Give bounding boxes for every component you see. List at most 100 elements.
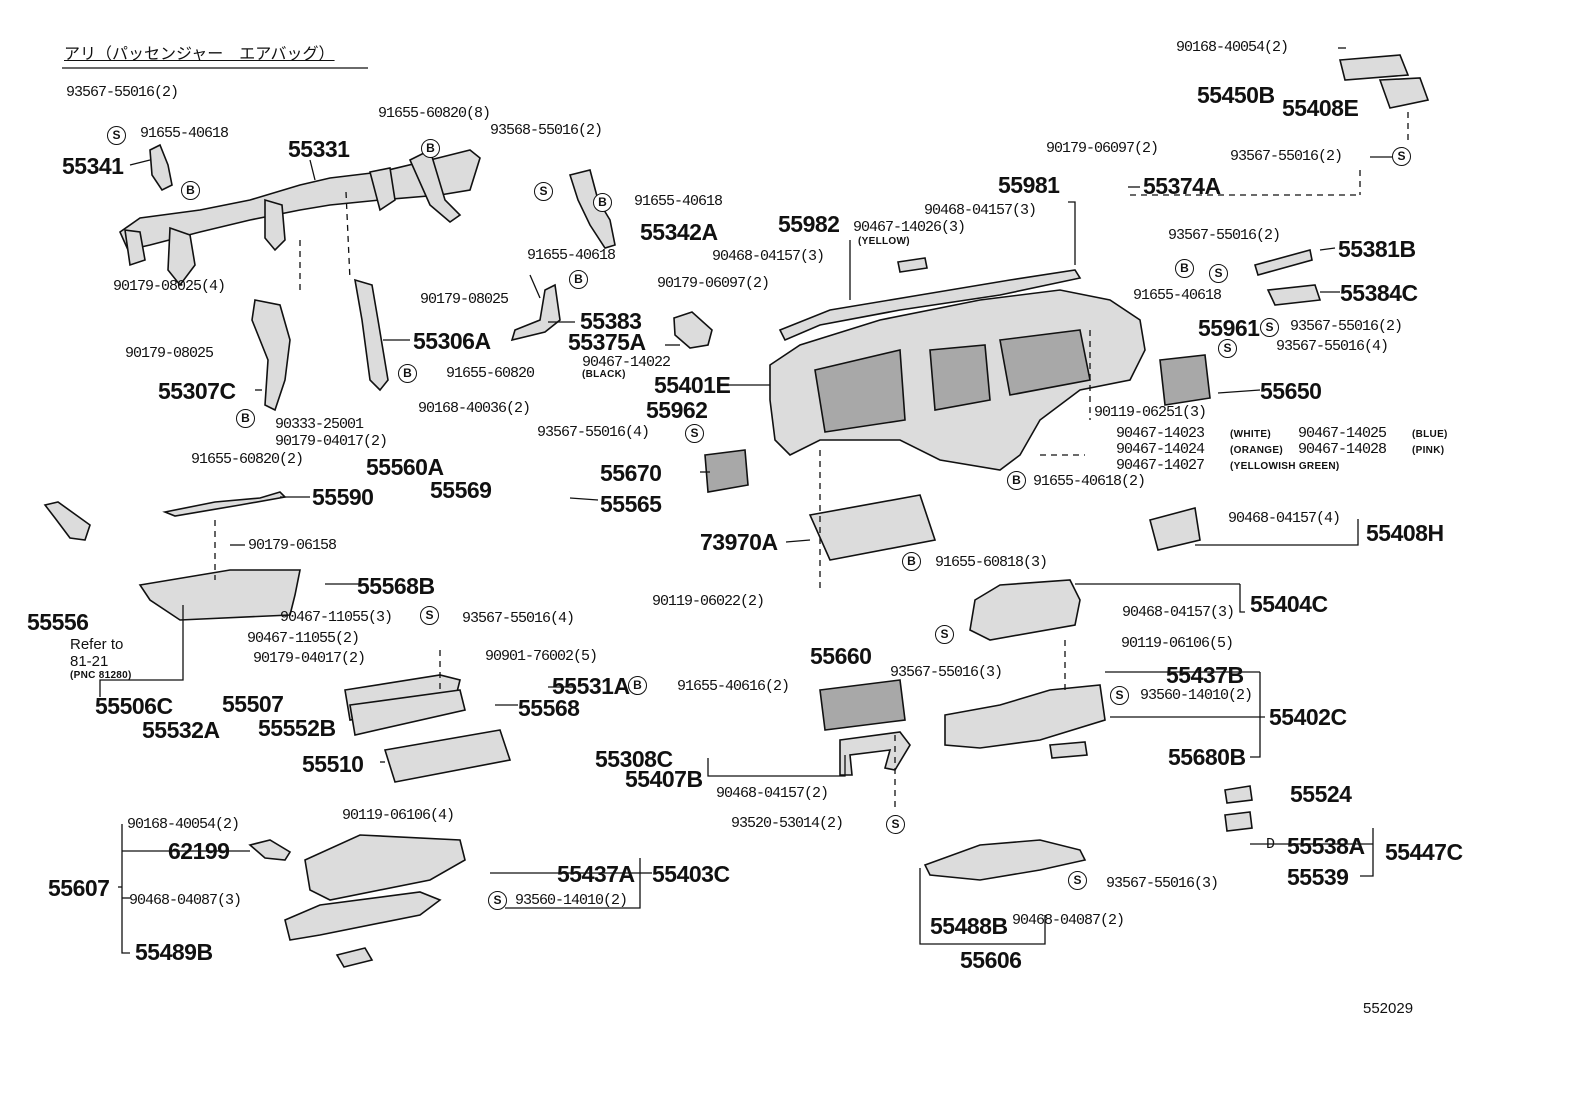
part-label: 90179-06097(2) <box>1046 140 1159 157</box>
part-label: 55532A <box>142 717 220 743</box>
vent-55670-drawing <box>704 449 749 493</box>
part-label: 90467-11055(2) <box>247 630 360 647</box>
part-label: 93567-55016(2) <box>66 84 179 101</box>
part-label: 93568-55016(2) <box>490 122 603 139</box>
part-label: 93520-53014(2) <box>731 815 844 832</box>
part-label: 55507 <box>222 691 284 717</box>
bracket-62199-drawing <box>248 839 292 861</box>
part-label: 90468-04157(2) <box>716 785 829 802</box>
part-label: 91655-60820(2) <box>191 451 304 468</box>
part-label: 73970A <box>700 529 778 555</box>
diagram-title: アリ（パッセンジャー エアバッグ） <box>64 44 335 63</box>
bolt-symbol-icon: B <box>902 552 921 571</box>
part-label: 91655-40618 <box>527 247 616 264</box>
bolt-symbol-icon: B <box>628 676 647 695</box>
part-label: 93567-55016(3) <box>890 664 1003 681</box>
part-label: 93567-55016(2) <box>1290 318 1403 335</box>
part-label: 55607 <box>48 875 110 901</box>
hinge-55590-drawing <box>162 491 287 517</box>
part-label: 55650 <box>1260 378 1322 404</box>
tray-55606-drawing <box>923 839 1087 881</box>
part-label: 55552B <box>258 715 336 741</box>
screw-symbol-icon: S <box>488 891 507 910</box>
part-label: 55670 <box>600 460 662 486</box>
part-label: 91655-60818(3) <box>935 554 1048 571</box>
part-label: 90467-14022 <box>582 354 671 371</box>
part-label: 90468-04087(3) <box>129 892 242 909</box>
part-label: 93567-55016(4) <box>537 424 650 441</box>
part-label: 55560A <box>366 454 444 480</box>
part-label: 90467-14027 <box>1116 457 1205 474</box>
socket-55447c-drawing <box>1224 811 1253 832</box>
screw-symbol-icon: S <box>1392 147 1411 166</box>
part-label: 55403C <box>652 861 730 887</box>
screw-symbol-icon: S <box>685 424 704 443</box>
part-label: 55524 <box>1290 781 1352 807</box>
bracket-55341-drawing <box>149 143 173 192</box>
bolt-symbol-icon: B <box>398 364 417 383</box>
part-label: 90467-14025 <box>1298 425 1387 442</box>
vent-55650-drawing <box>1159 354 1211 406</box>
color-note: (BLACK) <box>582 369 626 380</box>
part-label: 90901-76002(5) <box>485 648 598 665</box>
part-label: 90119-06022(2) <box>652 593 765 610</box>
part-label: 90333-25001 <box>275 416 364 433</box>
reinforcement-55331-drawing <box>119 148 481 412</box>
cover-55408h-drawing <box>1149 506 1201 551</box>
refer-note: (PNC 81280) <box>70 670 132 681</box>
part-label: 90168-40036(2) <box>418 400 531 417</box>
bolt-symbol-icon: B <box>569 270 588 289</box>
glove-box-55506c-drawing <box>138 569 301 621</box>
cover-55403c-drawing <box>304 834 466 901</box>
bracket-55381b-drawing <box>1253 249 1313 276</box>
part-label: 55341 <box>62 153 124 179</box>
screw-symbol-icon: S <box>886 815 905 834</box>
airbag-door-73970a-drawing <box>808 494 937 561</box>
part-label: 90179-08025 <box>125 345 214 362</box>
part-label: 90468-04157(4) <box>1228 510 1341 527</box>
bolt-symbol-icon: B <box>1175 259 1194 278</box>
strap-55556-drawing <box>43 501 91 541</box>
color-note: (YELLOW) <box>858 236 910 247</box>
leader-lines <box>99 47 1392 954</box>
bracket-55375a-drawing <box>673 311 713 349</box>
part-label: 55404C <box>1250 591 1328 617</box>
part-label: 55568B <box>357 573 435 599</box>
part-label: 55437B <box>1166 662 1244 688</box>
part-label: 55375A <box>568 329 646 355</box>
part-label: 55565 <box>600 491 662 517</box>
part-label: 55308C <box>595 746 673 772</box>
part-label: 55381B <box>1338 236 1416 262</box>
part-label: 55307C <box>158 378 236 404</box>
pocket-55680b-drawing <box>1049 741 1088 759</box>
part-label: 55590 <box>312 484 374 510</box>
color-note: (YELLOWISH GREEN) <box>1230 461 1340 472</box>
bolt-symbol-icon: B <box>236 409 255 428</box>
part-label: 55680B <box>1168 744 1246 770</box>
part-label: 90179-08025(4) <box>113 278 226 295</box>
part-label: 93560-14010(2) <box>515 892 628 909</box>
part-label: 55510 <box>302 751 364 777</box>
screw-symbol-icon: S <box>935 625 954 644</box>
part-label: 55306A <box>413 328 491 354</box>
bolt-symbol-icon: B <box>421 139 440 158</box>
screw-symbol-icon: S <box>1110 686 1129 705</box>
part-label: 91655-40618 <box>634 193 723 210</box>
lower-panel-55402c-drawing <box>944 684 1106 749</box>
panel-55408e-drawing <box>1378 77 1430 109</box>
bracket-55383-drawing <box>510 283 561 342</box>
screw-symbol-icon: S <box>1260 318 1279 337</box>
bolt-symbol-icon: B <box>1007 471 1026 490</box>
part-label: 55531A <box>552 673 630 699</box>
part-label: 55450B <box>1197 82 1275 108</box>
part-label: 93567-55016(2) <box>1168 227 1281 244</box>
part-label: 90467-14026(3) <box>853 219 966 236</box>
part-label: 55660 <box>810 643 872 669</box>
part-label: 91655-40618 <box>1133 287 1222 304</box>
instrument-panel-55401e-drawing <box>769 269 1146 471</box>
part-label: 55961 <box>1198 315 1260 341</box>
part-label: 55374A <box>1143 173 1221 199</box>
part-label: 55401E <box>654 372 731 398</box>
part-label: 91655-60820(8) <box>378 105 491 122</box>
